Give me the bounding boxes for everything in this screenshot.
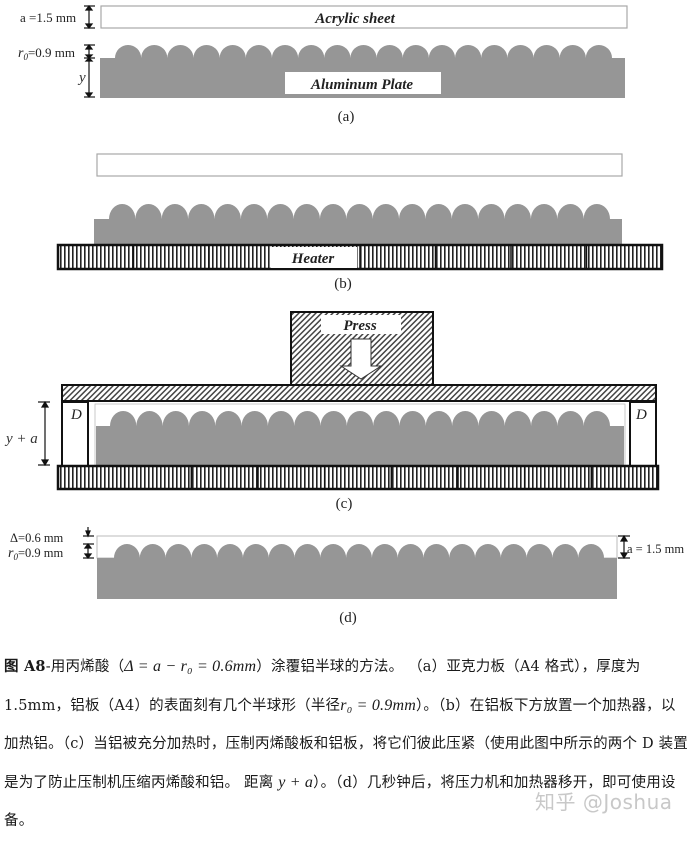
plate-label-box <box>285 72 441 94</box>
aluminum-plate <box>96 410 624 465</box>
dimension-r0-label: r0=0.9 mm <box>18 45 75 62</box>
dimension-a-label: a = 1.5 mm <box>627 542 684 556</box>
dimension-y-plus-a-label: y + a <box>4 431 38 447</box>
figure-id: 图 A8 <box>4 658 46 675</box>
heater: Heater <box>56 243 664 271</box>
caption-math-ya: y + a <box>278 773 314 791</box>
dimension-r0-y <box>84 44 95 98</box>
panel-b: Heater (b) <box>56 153 664 292</box>
acrylic-sheet <box>100 5 628 29</box>
acrylic-sheet <box>96 153 623 177</box>
press-label: Press <box>343 318 376 334</box>
panel-c: Press D D y + a (c) <box>4 311 660 512</box>
heater <box>56 464 660 491</box>
dimension-a <box>84 5 95 29</box>
press: Press <box>290 311 434 386</box>
dimension-delta-r0 <box>83 527 94 559</box>
heater-label: Heater <box>291 251 335 267</box>
panel-d-caption: (d) <box>339 610 357 626</box>
caption-text: ）涂覆铝半球的方法。 （a）亚克力板（A4 格式），厚度为 1.5mm，铝板（A… <box>4 659 641 714</box>
caption-text: ）。（b）在铝板下方放置一个加热器，以加热铝。（c）当铝被充分加热时，压制丙烯酸… <box>4 697 689 791</box>
dimension-y-label: y <box>77 70 86 86</box>
figure-diagram: Acrylic sheet Aluminum Plate a =1.5 mm r… <box>4 5 684 626</box>
dimension-a <box>618 534 630 560</box>
acrylic-sheet-label: Acrylic sheet <box>314 11 395 27</box>
spacer-d-left-label: D <box>70 407 82 423</box>
panel-a: Acrylic sheet Aluminum Plate a =1.5 mm r… <box>18 5 628 125</box>
panel-b-caption: (b) <box>334 276 352 292</box>
watermark: 知乎 @Joshua <box>535 790 673 814</box>
spacer-d-left <box>61 401 89 467</box>
dimension-delta-label: Δ=0.6 mm <box>10 531 64 545</box>
caption-math-delta: Δ = a − r₀ = 0.6mm <box>124 658 257 675</box>
aluminum-plate <box>94 203 622 246</box>
spacer-d-right-label: D <box>635 407 647 423</box>
panel-d: Δ=0.6 mm r0=0.9 mm a = 1.5 mm (d) <box>8 527 684 626</box>
aluminum-plate-label: Aluminum Plate <box>310 77 413 93</box>
caption-math-r0: r₀ = 0.9mm <box>340 696 416 714</box>
dimension-y-plus-a <box>38 400 50 467</box>
aluminum-plate-coated <box>97 544 617 599</box>
aluminum-plate <box>100 45 625 98</box>
caption-text: ）。（d）几秒钟后，将压力机和加热器移开，即可使用设备。 <box>4 774 676 830</box>
caption-text: -用丙烯酸（ <box>45 659 125 675</box>
dimension-r0-label: r0=0.9 mm <box>8 546 63 562</box>
press-top-plate <box>61 384 657 402</box>
panel-a-caption: (a) <box>338 109 355 125</box>
panel-c-caption: (c) <box>336 496 353 512</box>
press-arrow-icon <box>339 338 383 380</box>
figure-caption: 图 A8-用丙烯酸（Δ = a − r₀ = 0.6mm）涂覆铝半球的方法。 （… <box>4 648 690 841</box>
dimension-a-label: a =1.5 mm <box>20 10 76 25</box>
spacer-d-right <box>629 401 657 467</box>
